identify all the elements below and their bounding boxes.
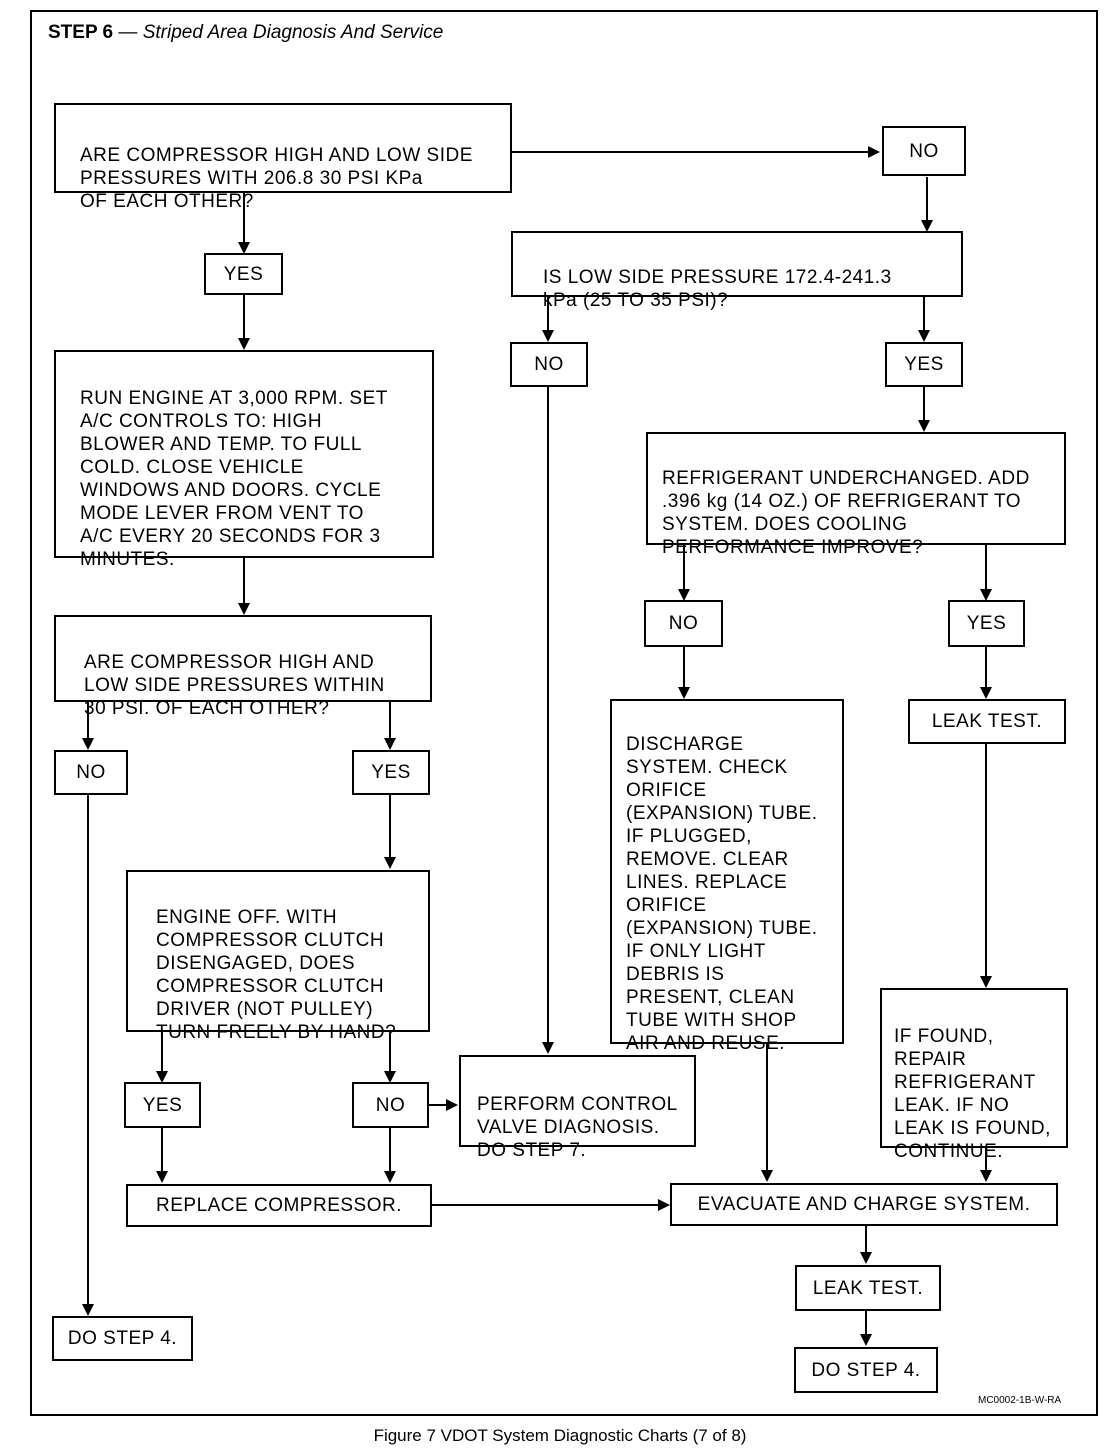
if-found-repair: IF FOUND, REPAIR REFRIGERANT LEAK. IF NO…	[880, 988, 1068, 1162]
no-label-5: NO	[352, 1082, 429, 1128]
node-text: NO	[534, 354, 564, 375]
evacuate-and-charge: EVACUATE AND CHARGE SYSTEM.	[670, 1183, 1058, 1226]
step-header: STEP 6 — Striped Area Diagnosis And Serv…	[48, 22, 443, 44]
node-text: NO	[909, 140, 939, 162]
do-step-4-right: DO STEP 4.	[794, 1347, 938, 1393]
step-number: STEP 6	[48, 22, 114, 43]
node-text: YES	[223, 263, 264, 285]
no-label-2: NO	[510, 342, 588, 387]
node-text: LEAK TEST.	[812, 1277, 924, 1299]
node-text: IS LOW SIDE PRESSURE 172.4-241.3 kPa (25…	[543, 267, 892, 311]
node-text: DISCHARGE SYSTEM. CHECK ORIFICE (EXPANSI…	[626, 734, 818, 1054]
node-text: LEAK TEST.	[931, 711, 1043, 732]
no-label-4: NO	[644, 600, 723, 647]
figure-frame	[30, 10, 1098, 1416]
node-text: NO	[76, 762, 106, 783]
node-text: DO STEP 4.	[67, 1328, 178, 1349]
node-text: REFRIGERANT UNDERCHANGED. ADD .396 kg (1…	[662, 468, 1030, 558]
node-text: YES	[142, 1094, 183, 1116]
figure-caption: Figure 7 VDOT System Diagnostic Charts (…	[373, 1426, 747, 1445]
step-title: Striped Area Diagnosis And Service	[142, 22, 444, 43]
discharge-system-instructions: DISCHARGE SYSTEM. CHECK ORIFICE (EXPANSI…	[610, 699, 844, 1054]
header-dash: —	[113, 22, 143, 43]
node-text: IF FOUND, REPAIR REFRIGERANT LEAK. IF NO…	[894, 1026, 1051, 1162]
run-engine-instructions: RUN ENGINE AT 3,000 RPM. SET A/C CONTROL…	[54, 350, 434, 570]
perform-control-valve: PERFORM CONTROL VALVE DIAGNOSIS. DO STEP…	[459, 1055, 696, 1161]
yes-label-5: YES	[124, 1082, 201, 1128]
refrigerant-undercharged: REFRIGERANT UNDERCHANGED. ADD .396 kg (1…	[646, 432, 1066, 558]
node-text: NO	[375, 1094, 406, 1116]
question-pressure-kpa: ARE COMPRESSOR HIGH AND LOW SIDE PRESSUR…	[54, 103, 512, 212]
engine-off-question: ENGINE OFF. WITH COMPRESSOR CLUTCH DISEN…	[126, 870, 430, 1043]
node-text: EVACUATE AND CHARGE SYSTEM.	[697, 1194, 1031, 1215]
node-text: ARE COMPRESSOR HIGH AND LOW SIDE PRESSUR…	[84, 652, 385, 719]
reference-code: MC0002-1B-W-RA	[978, 1395, 1062, 1406]
yes-label-1: YES	[204, 253, 283, 295]
node-text: PERFORM CONTROL VALVE DIAGNOSIS. DO STEP…	[477, 1094, 678, 1161]
yes-label-2: YES	[885, 342, 963, 387]
yes-label-4: YES	[948, 600, 1025, 647]
node-text: RUN ENGINE AT 3,000 RPM. SET A/C CONTROL…	[80, 388, 388, 570]
node-text: NO	[668, 613, 699, 634]
node-text: ENGINE OFF. WITH COMPRESSOR CLUTCH DISEN…	[156, 907, 397, 1043]
no-label-3: NO	[54, 750, 128, 795]
node-text: YES	[371, 762, 411, 783]
node-text: YES	[966, 613, 1007, 634]
question-low-side-pressure: IS LOW SIDE PRESSURE 172.4-241.3 kPa (25…	[511, 231, 963, 311]
node-text: REPLACE COMPRESSOR.	[156, 1195, 402, 1216]
leak-test-box-2: LEAK TEST.	[795, 1265, 941, 1311]
leak-test-box-1: LEAK TEST.	[908, 699, 1066, 744]
do-step-4-left: DO STEP 4.	[52, 1316, 193, 1361]
question-within-30-psi: ARE COMPRESSOR HIGH AND LOW SIDE PRESSUR…	[54, 615, 432, 719]
node-text: ARE COMPRESSOR HIGH AND LOW SIDE PRESSUR…	[80, 145, 473, 212]
no-label-1: NO	[882, 126, 966, 176]
node-text: YES	[904, 354, 944, 375]
node-text: DO STEP 4.	[811, 1359, 921, 1381]
replace-compressor: REPLACE COMPRESSOR.	[126, 1184, 432, 1227]
yes-label-3: YES	[352, 750, 430, 795]
